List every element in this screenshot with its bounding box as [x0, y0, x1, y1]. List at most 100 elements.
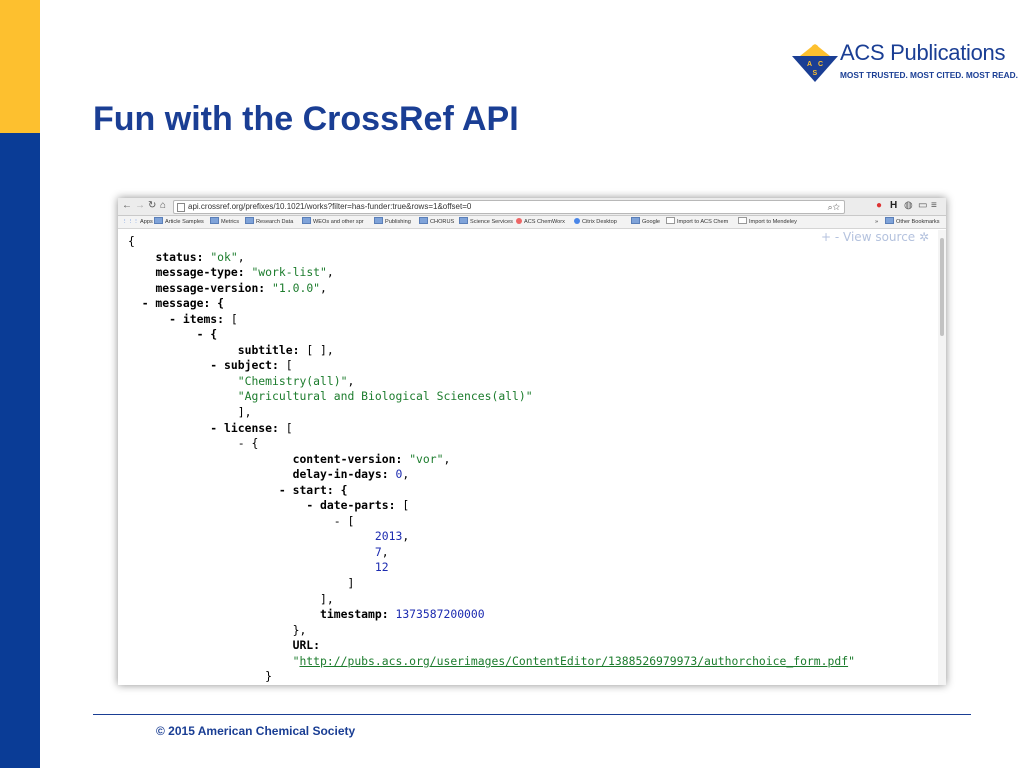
json-line: timestamp: 1373587200000: [128, 607, 855, 623]
address-bar-url: api.crossref.org/prefixes/10.1021/works?…: [188, 202, 472, 211]
folder-icon: [245, 217, 254, 224]
json-punct: ,: [381, 544, 389, 559]
json-line: - message: {: [128, 296, 855, 312]
bookmark-item[interactable]: ACS ChemWorx: [516, 216, 565, 228]
json-string: "Chemistry(all)": [237, 373, 348, 388]
json-key: - message:: [141, 296, 211, 311]
bookmark-item[interactable]: Publishing: [374, 216, 411, 228]
logo-letter-c: C: [818, 61, 823, 68]
bookmark-item[interactable]: Citrix Desktop: [574, 216, 617, 228]
json-punct: ,: [443, 451, 451, 466]
view-source-label[interactable]: View source: [843, 230, 916, 244]
json-punct: [128, 560, 375, 574]
browser-screenshot: ← → ↻ ⌂ api.crossref.org/prefixes/10.102…: [118, 198, 946, 685]
scrollbar-thumb[interactable]: [940, 238, 944, 336]
json-key: timestamp:: [320, 607, 389, 622]
json-punct: [128, 545, 375, 559]
copyright-text: © 2015 American Chemical Society: [156, 724, 356, 738]
json-key: content-version:: [292, 451, 403, 466]
json-string: ": [848, 653, 855, 668]
bookmark-other[interactable]: Other Bookmarks: [885, 216, 940, 228]
citrix-icon: [574, 218, 580, 224]
extension-h-icon[interactable]: H: [890, 200, 898, 211]
footer-divider: [93, 714, 971, 715]
json-punct: ,: [402, 467, 410, 482]
extension-globe-icon[interactable]: ◍: [904, 200, 913, 211]
address-bar[interactable]: api.crossref.org/prefixes/10.1021/works?…: [173, 200, 845, 214]
json-key: - license:: [210, 420, 279, 435]
bookmark-item[interactable]: Import to Mendeley: [738, 216, 797, 228]
folder-icon: [419, 217, 428, 224]
json-line: ],: [128, 592, 855, 608]
bookmark-item[interactable]: CHORUS: [419, 216, 454, 228]
json-key: - start:: [278, 482, 334, 497]
json-punct: [128, 467, 293, 481]
search-zoom-icon[interactable]: ⌕☆: [827, 202, 840, 212]
json-punct: [128, 265, 155, 279]
json-string: "vor": [409, 451, 444, 466]
json-punct: [128, 483, 279, 497]
chemworx-icon: [516, 218, 522, 224]
json-key: delay-in-days:: [292, 467, 389, 482]
page-icon: [738, 217, 747, 224]
json-punct: [128, 421, 210, 435]
json-line: "Agricultural and Biological Sciences(al…: [128, 389, 855, 405]
json-key: message-version:: [155, 280, 266, 295]
bookmark-item[interactable]: Article Samples: [154, 216, 204, 228]
json-punct: },: [128, 622, 307, 637]
bookmarks-bar: ⋮⋮⋮ Apps Article Samples Metrics Researc…: [118, 216, 946, 229]
scrollbar-track[interactable]: [938, 230, 946, 685]
page-icon: [177, 203, 185, 212]
json-line: - {: [128, 436, 855, 452]
home-icon[interactable]: ⌂: [160, 200, 167, 211]
bookmark-apps[interactable]: ⋮⋮⋮ Apps: [122, 219, 153, 225]
json-string: "1.0.0": [272, 280, 321, 295]
json-punct: [128, 374, 238, 388]
back-arrow-icon[interactable]: ←: [122, 200, 132, 211]
json-punct: [128, 498, 306, 512]
browser-toolbar: ← → ↻ ⌂ api.crossref.org/prefixes/10.102…: [118, 198, 946, 216]
reload-icon[interactable]: ↻: [148, 200, 157, 211]
bookmark-item[interactable]: Import to ACS Chem: [666, 216, 728, 228]
folder-icon: [885, 217, 894, 224]
extension-window-icon[interactable]: ▭: [918, 200, 928, 211]
json-punct: ,: [326, 265, 334, 280]
bookmark-item[interactable]: Google: [631, 216, 660, 228]
json-key: - subject:: [210, 358, 279, 373]
json-number: 1373587200000: [395, 607, 485, 622]
acs-hexagon-icon: A C S: [792, 44, 838, 82]
json-url-link[interactable]: http://pubs.acs.org/userimages/ContentEd…: [299, 653, 849, 668]
json-punct: [128, 281, 155, 295]
json-number: 12: [374, 560, 389, 575]
folder-icon: [302, 217, 311, 224]
folder-icon: [459, 217, 468, 224]
bookmarks-overflow[interactable]: »: [875, 219, 879, 225]
json-punct: [128, 327, 197, 341]
logo-letter-a: A: [807, 61, 812, 68]
json-punct: ],: [128, 591, 334, 606]
logo-tagline: MOST TRUSTED. MOST CITED. MOST READ.: [840, 70, 1018, 80]
json-line: "Chemistry(all)",: [128, 374, 855, 390]
bookmark-item[interactable]: Research Data: [245, 216, 293, 228]
extension-red-icon[interactable]: ●: [876, 200, 883, 211]
json-line: ],: [128, 405, 855, 421]
forward-arrow-icon[interactable]: →: [135, 200, 145, 211]
json-punct: ]: [128, 576, 355, 591]
json-line: message-type: "work-list",: [128, 265, 855, 281]
json-punct: [128, 654, 293, 668]
gear-icon[interactable]: ✲: [919, 230, 930, 244]
json-string: "work-list": [251, 265, 327, 280]
bookmark-item[interactable]: Science Services: [459, 216, 513, 228]
view-source-control[interactable]: + - View source ✲: [821, 230, 929, 244]
logo-letter-s: S: [813, 70, 818, 77]
expand-collapse-controls[interactable]: + -: [821, 230, 840, 244]
bookmark-item[interactable]: Metrics: [210, 216, 239, 228]
json-line: - [: [128, 514, 855, 530]
json-number: 2013: [374, 529, 403, 544]
json-line: - {: [128, 327, 855, 343]
json-punct: ,: [347, 373, 355, 388]
json-punct: [128, 529, 375, 543]
page-icon: [666, 217, 675, 224]
menu-icon[interactable]: ≡: [931, 200, 937, 211]
bookmark-item[interactable]: WEOs and other spr: [302, 216, 364, 228]
